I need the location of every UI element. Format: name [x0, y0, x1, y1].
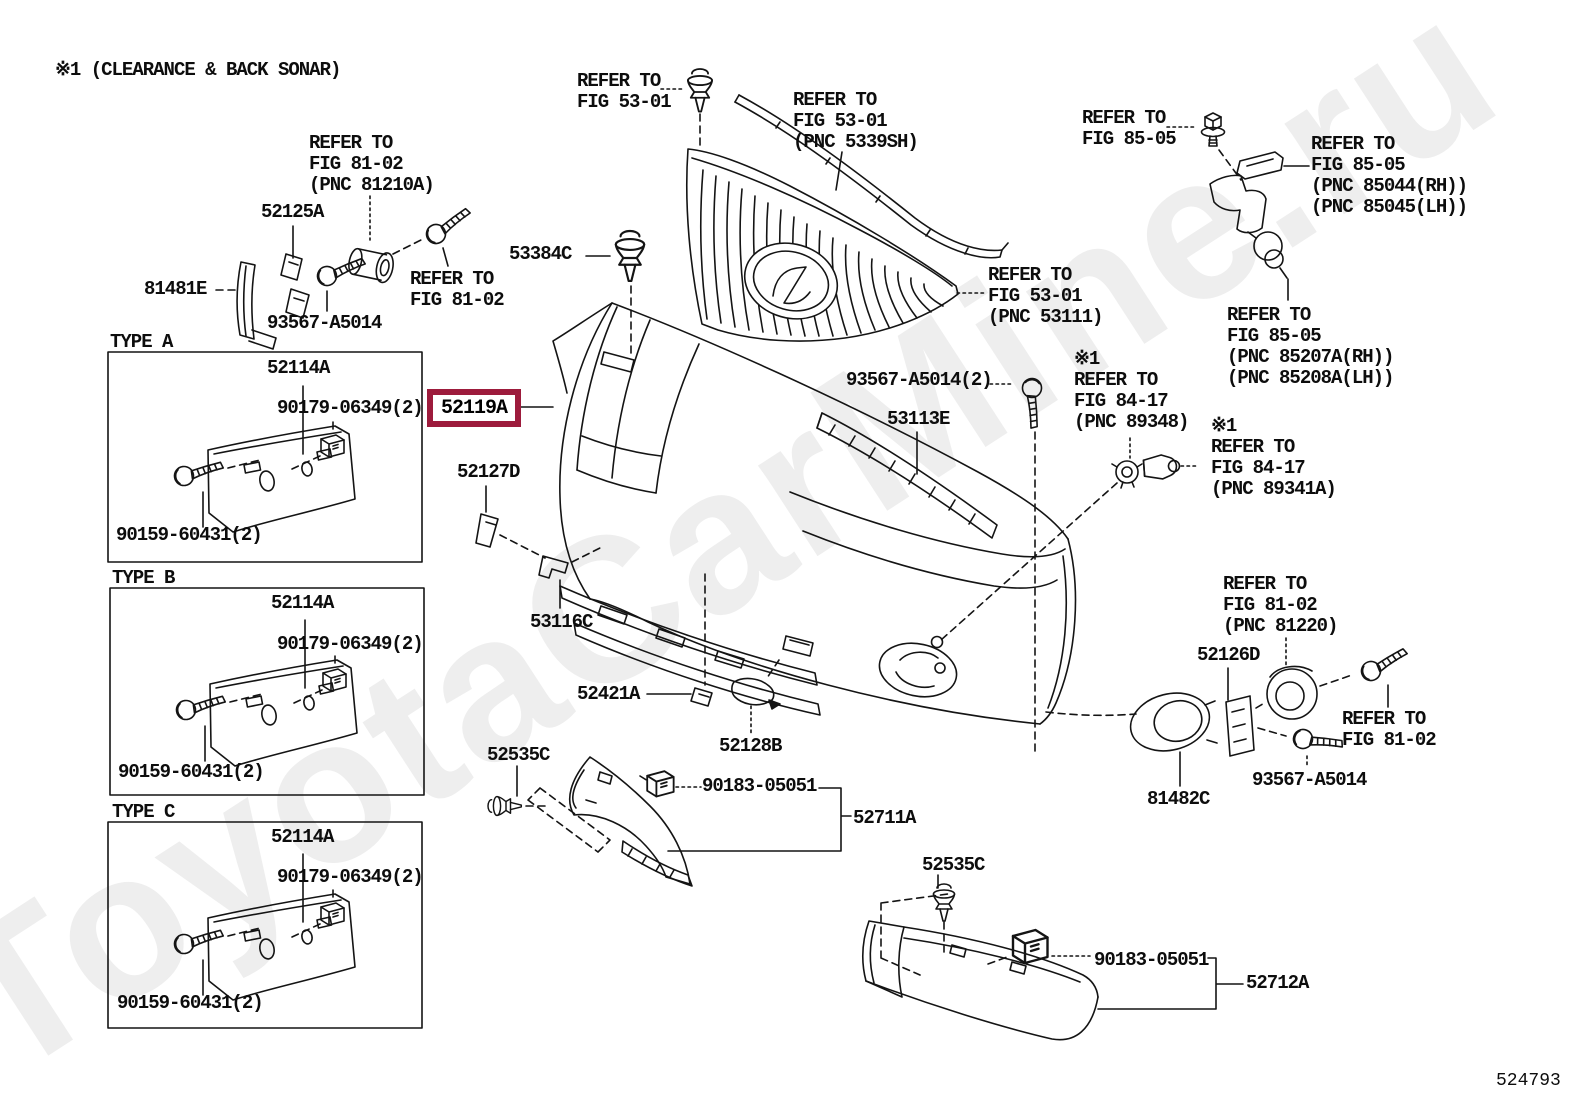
part-label-52114a-type-c[interactable]: 52114A	[271, 826, 334, 848]
part-label-52126d[interactable]: 52126D	[1197, 644, 1260, 666]
bumper-reinforcement-drawing	[816, 412, 998, 539]
part-label-52125a[interactable]: 52125A	[261, 201, 324, 223]
part-label-90179-type-b[interactable]: 90179-06349(2)	[277, 633, 424, 655]
part-label-52114a-type-b[interactable]: 52114A	[271, 592, 334, 614]
lower-molding-right-drawing	[862, 874, 1244, 1041]
part-label-52712a[interactable]: 52712A	[1246, 972, 1309, 994]
ref-fig81-02-left: REFER TO FIG 81-02	[410, 268, 505, 311]
part-label-81482c[interactable]: 81482C	[1147, 788, 1210, 810]
grille-drawing	[685, 148, 959, 342]
part-label-93567-a5014-2[interactable]: 93567-A5014(2)	[846, 369, 993, 391]
ref-fig53-01-pnc53111: REFER TO FIG 53-01 (PNC 53111)	[988, 264, 1103, 328]
ref-fig81-02-right: REFER TO FIG 81-02	[1342, 708, 1437, 751]
type-a-box	[107, 351, 423, 563]
part-label-52421a[interactable]: 52421A	[577, 683, 640, 705]
part-label-52535c-left[interactable]: 52535C	[487, 744, 550, 766]
ref-fig85-05-pnc85044: REFER TO FIG 85-05 (PNC 85044(RH)) (PNC …	[1311, 133, 1468, 218]
part-label-90183-left[interactable]: 90183-05051	[702, 775, 817, 797]
part-label-52535c-right[interactable]: 52535C	[922, 854, 985, 876]
top-clips-drawing	[585, 68, 986, 359]
type-c-box	[107, 821, 423, 1029]
type-a-title: TYPE A	[110, 331, 173, 353]
part-label-90159-type-b[interactable]: 90159-60431(2)	[118, 761, 265, 783]
type-c-title: TYPE C	[112, 801, 175, 823]
part-label-90179-type-c[interactable]: 90179-06349(2)	[277, 866, 424, 888]
part-label-90179-type-a[interactable]: 90179-06349(2)	[277, 397, 424, 419]
ref-fig84-17-pnc89348: ※1 REFER TO FIG 84-17 (PNC 89348)	[1074, 348, 1189, 433]
ref-fig81-02-pnc81210a: REFER TO FIG 81-02 (PNC 81210A)	[309, 132, 435, 196]
bumper-cover-drawing	[552, 302, 1077, 725]
part-label-53384c[interactable]: 53384C	[509, 243, 572, 265]
part-label-90159-type-c[interactable]: 90159-60431(2)	[117, 992, 264, 1014]
ref-fig85-05-pnc85207a: REFER TO FIG 85-05 (PNC 85207A(RH)) (PNC…	[1227, 304, 1394, 389]
ref-fig53-01-pnc5339sh: REFER TO FIG 53-01 (PNC 5339SH)	[793, 89, 919, 153]
part-label-90183-right[interactable]: 90183-05051	[1094, 949, 1209, 971]
lower-clips-drawing	[475, 406, 781, 735]
ref-fig84-17-pnc89341a: ※1 REFER TO FIG 84-17 (PNC 89341A)	[1211, 415, 1337, 500]
clearance-sonar-note: ※1 (CLEARANCE & BACK SONAR)	[55, 59, 341, 81]
part-label-93567-a5014-fog[interactable]: 93567-A5014	[1252, 769, 1367, 791]
part-label-52711a[interactable]: 52711A	[853, 807, 916, 829]
lower-molding-left-drawing	[487, 756, 852, 887]
part-label-81481e[interactable]: 81481E	[144, 278, 207, 300]
type-b-box	[109, 587, 425, 796]
part-label-53113e[interactable]: 53113E	[887, 408, 950, 430]
ref-fig53-01-top: REFER TO FIG 53-01	[577, 70, 672, 113]
hood-seal-strip-drawing	[734, 94, 1009, 259]
license-support-cluster-drawing	[215, 195, 477, 350]
headlamp-washer-cluster-drawing	[1166, 112, 1310, 301]
part-label-52127d[interactable]: 52127D	[457, 461, 520, 483]
part-label-90159-type-a[interactable]: 90159-60431(2)	[116, 524, 263, 546]
sonar-sensor-cluster-drawing	[940, 376, 1198, 753]
fog-lamp-cluster-drawing	[1045, 637, 1413, 787]
ref-fig85-05-top: REFER TO FIG 85-05	[1082, 107, 1177, 150]
part-label-52128b[interactable]: 52128B	[719, 735, 782, 757]
part-label-93567-a5014-license[interactable]: 93567-A5014	[267, 312, 382, 334]
part-label-52114a-type-a[interactable]: 52114A	[267, 357, 330, 379]
diagram-number: 524793	[1496, 1071, 1561, 1091]
part-label-53116c[interactable]: 53116C	[530, 611, 593, 633]
part-label-52119a-highlighted[interactable]: 52119A	[427, 389, 521, 427]
ref-fig81-02-pnc81220: REFER TO FIG 81-02 (PNC 81220)	[1223, 573, 1338, 637]
type-b-title: TYPE B	[112, 567, 175, 589]
